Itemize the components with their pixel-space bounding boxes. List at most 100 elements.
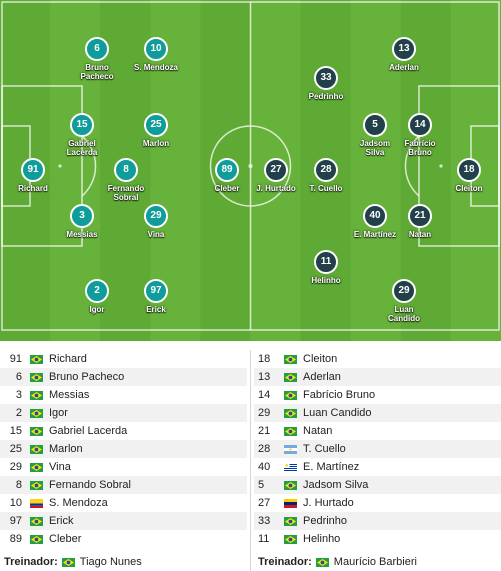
player-name: Igor — [89, 305, 105, 314]
player-name: Marlon — [142, 139, 170, 148]
player-name: Jadsom Silva — [303, 479, 369, 491]
player-name: Fabrício Bruno — [303, 389, 376, 401]
player-number: 29 — [258, 407, 271, 419]
brazil-flag-icon — [30, 354, 43, 364]
pitch-player[interactable]: 14 Fabrício Bruno — [380, 113, 460, 157]
pitch-player[interactable]: 97 Erick — [116, 279, 196, 314]
player-name: Gabriel Lacerda — [49, 425, 128, 437]
pitch-player[interactable]: 29 Vina — [116, 204, 196, 239]
player-number: 40 — [363, 204, 387, 228]
pitch-player[interactable]: 25 Marlon — [116, 113, 196, 148]
player-name: Cleiton — [303, 353, 338, 365]
lineup-row[interactable]: 5 Jadsom Silva — [254, 476, 501, 494]
lineup-row[interactable]: 14 Fabrício Bruno — [254, 386, 501, 404]
player-number: 33 — [258, 515, 271, 527]
player-name: Luan Candido — [303, 407, 372, 419]
coach-name[interactable]: Tiago Nunes — [79, 556, 142, 568]
lineup-row[interactable]: 13 Aderlan — [254, 368, 501, 386]
player-name: Erick — [146, 305, 166, 314]
brazil-flag-icon — [284, 534, 297, 544]
pitch-player[interactable]: 27 J. Hurtado — [236, 158, 316, 193]
player-name: Aderlan — [389, 63, 419, 72]
player-name: Fernando Sobral — [107, 184, 145, 202]
pitch-player[interactable]: 18 Cleiton — [429, 158, 501, 193]
home-penalty-spot — [58, 164, 62, 168]
colombia-flag-icon — [30, 498, 43, 508]
home-coach: Treinador: Tiago Nunes — [4, 553, 142, 571]
pitch-player[interactable]: 6 Bruno Pacheco — [57, 37, 137, 81]
player-number: 89 — [9, 533, 22, 545]
player-number: 27 — [258, 497, 271, 509]
player-number: 13 — [258, 371, 271, 383]
player-number: 8 — [15, 479, 22, 491]
pitch-player[interactable]: 91 Richard — [0, 158, 73, 193]
player-name: J. Hurtado — [303, 497, 354, 509]
brazil-flag-icon — [30, 426, 43, 436]
pitch-player[interactable]: 3 Messias — [42, 204, 122, 239]
player-number: 21 — [408, 204, 432, 228]
pitch-player[interactable]: 21 Natan — [380, 204, 460, 239]
player-number: 97 — [144, 279, 168, 303]
player-number: 89 — [215, 158, 239, 182]
player-number: 10 — [9, 497, 22, 509]
lineup-row[interactable]: 27 J. Hurtado — [254, 494, 501, 512]
brazil-flag-icon — [30, 372, 43, 382]
player-number: 25 — [9, 443, 22, 455]
player-number: 13 — [392, 37, 416, 61]
player-number: 25 — [144, 113, 168, 137]
pitch-player[interactable]: 5 Jadsom Silva — [335, 113, 415, 157]
pitch-player[interactable]: 28 T. Cuello — [286, 158, 366, 193]
pitch-player[interactable]: 11 Helinho — [286, 250, 366, 285]
player-number: 14 — [258, 389, 271, 401]
brazil-flag-icon — [284, 354, 297, 364]
pitch-player[interactable]: 89 Cleber — [187, 158, 267, 193]
player-name: Natan — [303, 425, 333, 437]
player-name: Vina — [49, 461, 71, 473]
player-name: Helinho — [303, 533, 341, 545]
pitch-player[interactable]: 15 Gabriel Lacerda — [42, 113, 122, 157]
pitch-player[interactable]: 33 Pedrinho — [286, 66, 366, 101]
brazil-flag-icon — [284, 408, 297, 418]
pitch-player[interactable]: 40 E. Martínez — [335, 204, 415, 239]
player-number: 21 — [258, 425, 271, 437]
pitch-player[interactable]: 2 Igor — [57, 279, 137, 314]
player-number: 18 — [457, 158, 481, 182]
player-name: Aderlan — [303, 371, 341, 383]
pitch-player[interactable]: 10 S. Mendoza — [116, 37, 196, 72]
player-name: Marlon — [49, 443, 83, 455]
player-name: T. Cuello — [309, 184, 343, 193]
player-name: J. Hurtado — [256, 184, 296, 193]
player-number: 5 — [258, 479, 265, 491]
player-name: Vina — [147, 230, 165, 239]
coach-label: Treinador: — [4, 556, 58, 568]
brazil-flag-icon — [284, 516, 297, 526]
pitch-player[interactable]: 13 Aderlan — [364, 37, 444, 72]
lineup-row[interactable]: 29 Luan Candido — [254, 404, 501, 422]
player-name: Gabriel Lacerda — [66, 139, 98, 157]
lineup-row[interactable]: 21 Natan — [254, 422, 501, 440]
lineup-row[interactable]: 25 Marlon — [0, 440, 247, 458]
brazil-flag-icon — [30, 480, 43, 490]
player-name: Fabrício Bruno — [404, 139, 436, 157]
player-name: Bruno Pacheco — [49, 371, 125, 383]
coach-name[interactable]: Maurício Barbieri — [333, 556, 417, 568]
player-number: 5 — [363, 113, 387, 137]
pitch-player[interactable]: 29 Luan Candido — [364, 279, 444, 323]
player-number: 2 — [15, 407, 22, 419]
pitch-player[interactable]: 8 Fernando Sobral — [86, 158, 166, 202]
